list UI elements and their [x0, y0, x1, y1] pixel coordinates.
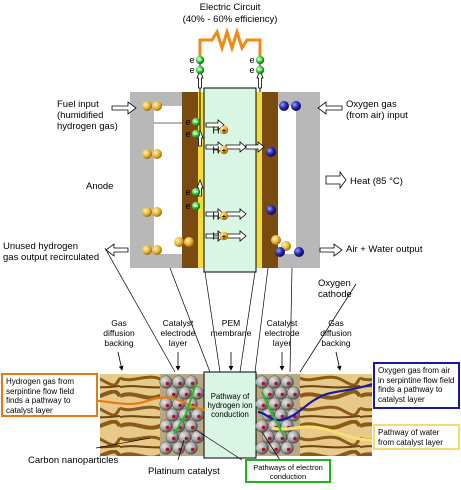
svg-text:e: e [189, 55, 194, 65]
anode-label: Anode [86, 181, 114, 192]
svg-text:H: H [212, 146, 219, 157]
svg-text:H: H [212, 212, 219, 223]
hydrogen-molecule [142, 207, 162, 217]
particles: −e−e−e−e−e−e−e−eH+H+H+H+ [142, 55, 304, 257]
cathode-diffusion-layer [262, 92, 278, 268]
electron: −e [249, 65, 265, 75]
circuit-efficiency: (40% - 60% efficiency) [182, 14, 278, 25]
electron: −e [185, 201, 201, 211]
water-pathway-line [271, 425, 373, 442]
layer-pointer-arrows [117, 351, 342, 371]
oxygen-atom [266, 205, 276, 215]
heat-label: Heat (85 °C) [350, 176, 403, 187]
svg-text:−: − [194, 202, 199, 211]
oxygen-pathway-callout: Oxygen gas from air in serpintine flow f… [373, 362, 460, 409]
hydrogen-ion-conduction-label: Pathway of hydrogen ion conduction [207, 392, 253, 419]
heat-arrow [325, 170, 347, 190]
hydrogen-pathway-line [71, 396, 206, 412]
electron: −e [189, 55, 205, 65]
svg-text:−: − [258, 56, 263, 65]
hydrogen-molecule [142, 149, 162, 159]
hydrogen-ion: H+ [212, 232, 229, 243]
carbon-nanoparticles-label: Carbon nanoparticles [28, 455, 119, 466]
oxygen-atom [266, 147, 276, 157]
pem-membrane [203, 87, 257, 273]
water-molecule [271, 235, 291, 257]
hydrogen-molecule [142, 245, 162, 255]
right-flow-plate [268, 92, 320, 268]
svg-text:−: − [198, 66, 203, 75]
oxygen-atom [294, 247, 304, 257]
svg-text:+: + [222, 126, 227, 135]
oxygen-pathway-line [257, 382, 373, 422]
air-water-output-arrow [319, 243, 343, 257]
svg-text:e: e [249, 55, 254, 65]
hydrogen-molecule [174, 237, 194, 247]
fuel-input-arrow [111, 101, 137, 115]
water-pathway-callout: Pathway of water from catalyst layer [373, 424, 460, 450]
unused-hydrogen-line-2: gas output recirculated [3, 252, 100, 263]
platinum-catalyst-label: Platinum catalyst [148, 466, 220, 477]
unused-hydrogen-line-1: Unused hydrogen [3, 241, 78, 252]
svg-text:e: e [189, 65, 194, 75]
hydrogen-ion: H+ [212, 146, 229, 157]
electron-conduction-callout: Pathways of electron conduction [245, 459, 331, 483]
oxygen-molecule [279, 101, 301, 111]
svg-text:+: + [222, 146, 227, 155]
fuel-input-line-3: hydrogen gas) [57, 121, 118, 132]
unused-hydrogen-arrow [105, 243, 129, 257]
callout-leaders [95, 429, 281, 461]
oxygen-cathode-line-1: Oxygen [318, 278, 351, 289]
electron: −e [185, 187, 201, 197]
cathode-catalyst-layer [256, 92, 262, 268]
svg-text:−: − [194, 118, 199, 127]
anode-catalyst-layer [198, 92, 204, 268]
proton-flow-arrows [205, 119, 265, 242]
svg-text:−: − [194, 130, 199, 139]
svg-text:H: H [212, 126, 219, 137]
svg-text:e: e [185, 187, 190, 197]
svg-text:H: H [212, 232, 219, 243]
svg-text:−: − [198, 56, 203, 65]
svg-text:−: − [258, 66, 263, 75]
oxygen-input-line-1: Oxygen gas [346, 99, 397, 110]
electron: −e [249, 55, 265, 65]
circuit-title: Electric Circuit [199, 2, 261, 13]
pem-cross-section [203, 371, 257, 459]
svg-text:e: e [249, 65, 254, 75]
svg-text:e: e [185, 129, 190, 139]
io-arrows [105, 101, 347, 257]
hydrogen-molecule [142, 101, 162, 111]
svg-text:+: + [222, 212, 227, 221]
electron: −e [185, 129, 201, 139]
svg-text:−: − [194, 188, 199, 197]
electron-pathway-lines [173, 383, 285, 437]
left-flow-plate [130, 92, 182, 268]
svg-text:+: + [222, 232, 227, 241]
hydrogen-ion: H+ [212, 212, 229, 223]
oxygen-cathode-line-2: cathode [318, 289, 352, 300]
label-leader-lines [104, 247, 357, 373]
electron: −e [185, 117, 201, 127]
svg-text:e: e [185, 117, 190, 127]
oxygen-input-line-2: (from air) input [346, 110, 408, 121]
fuel-input-line-2: (humidified [57, 110, 104, 121]
air-water-output-label: Air + Water output [346, 244, 423, 255]
electric-circuit-resistor [198, 26, 262, 60]
fuel-input-line-1: Fuel input [57, 99, 99, 110]
svg-text:e: e [185, 201, 190, 211]
electron: −e [189, 65, 205, 75]
oxygen-input-arrow [317, 101, 343, 115]
carbon-nanoparticles-left [159, 375, 204, 455]
hydrogen-pathway-callout: Hydrogen gas from serpintine flow field … [1, 373, 98, 417]
hydrogen-ion: H+ [212, 126, 229, 137]
